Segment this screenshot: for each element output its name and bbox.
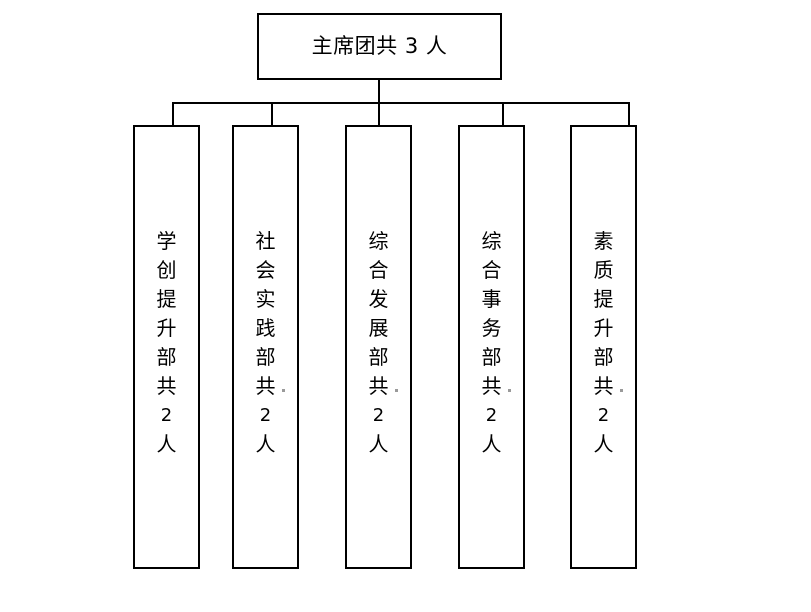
- org-node-child-3-label: 综合发展部共 2 人: [347, 227, 410, 459]
- org-node-root: 主席团共 3 人: [257, 13, 502, 80]
- org-node-child-2: 社会实践部共 2 人: [232, 125, 299, 569]
- vertical-char: 综: [368, 229, 389, 253]
- org-node-child-5-label: 素质提升部共 2 人: [572, 227, 635, 459]
- vertical-char: 人: [156, 432, 177, 456]
- connector-stub-3: [378, 102, 380, 127]
- org-node-child-4: 综合事务部共 2 人: [458, 125, 525, 569]
- vertical-char: 综: [481, 229, 502, 253]
- vertical-char: 部: [255, 345, 276, 369]
- org-node-child-5: 素质提升部共 2 人: [570, 125, 637, 569]
- vertical-char: 共: [482, 372, 511, 401]
- vertical-char: 部: [481, 345, 502, 369]
- vertical-char: 2: [160, 405, 173, 426]
- vertical-char: 质: [593, 258, 614, 282]
- vertical-char: 人: [368, 432, 389, 456]
- vertical-char: 人: [255, 432, 276, 456]
- vertical-char: 共: [369, 372, 398, 401]
- vertical-char: 实: [255, 287, 276, 311]
- connector-root-stem: [378, 80, 380, 104]
- vertical-char: 会: [255, 258, 276, 282]
- org-node-root-label: 主席团共 3 人: [311, 34, 448, 58]
- vertical-char: 发: [368, 287, 389, 311]
- org-node-child-1: 学创提升部共 2 人: [133, 125, 200, 569]
- vertical-char: 务: [481, 316, 502, 340]
- vertical-char: 部: [368, 345, 389, 369]
- org-node-child-2-label: 社会实践部共 2 人: [234, 227, 297, 459]
- connector-stub-4: [502, 102, 504, 127]
- vertical-char: 社: [255, 229, 276, 253]
- connector-stub-1: [172, 102, 174, 127]
- connector-stub-2: [271, 102, 273, 127]
- vertical-char: 升: [593, 316, 614, 340]
- vertical-char: 2: [259, 405, 272, 426]
- vertical-char: 学: [156, 229, 177, 253]
- vertical-char: 合: [368, 258, 389, 282]
- connector-horizontal-bar: [172, 102, 628, 104]
- org-node-child-1-label: 学创提升部共 2 人: [135, 227, 198, 459]
- org-node-child-3: 综合发展部共 2 人: [345, 125, 412, 569]
- vertical-char: 素: [593, 229, 614, 253]
- vertical-char: 践: [255, 316, 276, 340]
- vertical-char: 2: [597, 405, 610, 426]
- vertical-char: 提: [156, 287, 177, 311]
- vertical-char: 创: [156, 258, 177, 282]
- vertical-char: 人: [593, 432, 614, 456]
- vertical-char: 共: [156, 374, 177, 398]
- vertical-char: 合: [481, 258, 502, 282]
- vertical-char: 提: [593, 287, 614, 311]
- vertical-char: 部: [156, 345, 177, 369]
- vertical-char: 共: [256, 372, 285, 401]
- connector-stub-5: [628, 102, 630, 127]
- vertical-char: 部: [593, 345, 614, 369]
- vertical-char: 事: [481, 287, 502, 311]
- vertical-char: 2: [485, 405, 498, 426]
- org-node-child-4-label: 综合事务部共 2 人: [460, 227, 523, 459]
- vertical-char: 2: [372, 405, 385, 426]
- vertical-char: 人: [481, 432, 502, 456]
- vertical-char: 展: [368, 316, 389, 340]
- vertical-char: 升: [156, 316, 177, 340]
- vertical-char: 共: [594, 372, 623, 401]
